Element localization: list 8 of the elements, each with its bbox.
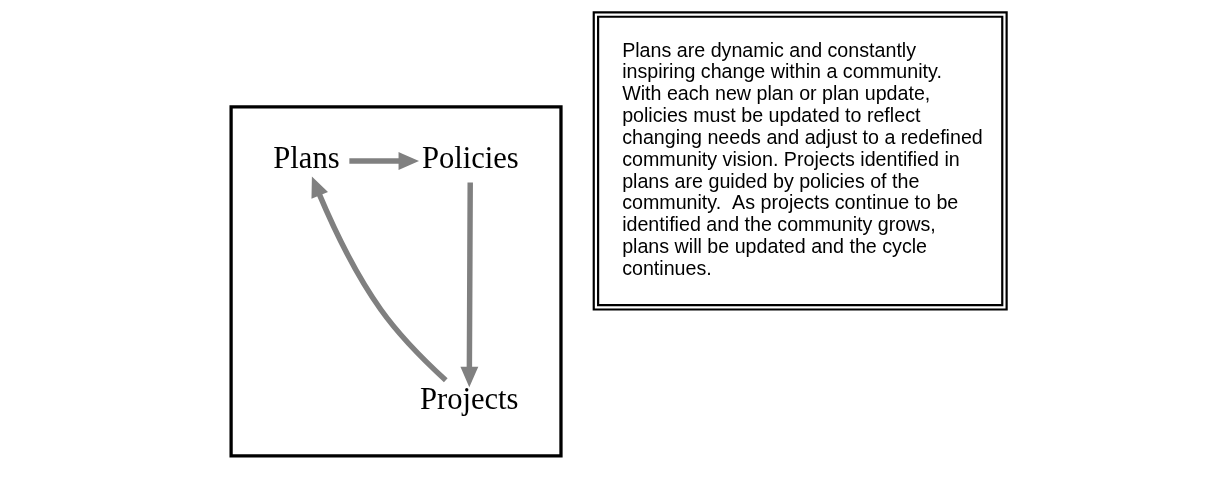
arrow (311, 176, 448, 383)
arrow (348, 152, 419, 170)
node-box: Plans are dynamic and constantly inspiring change within a community. With each new plan or plan update, policies must be updated to reflect changing needs and adjust to a redefined community vision. Projects identified in plans are guided by policies of the community. As projects continue to be identified and the community grows, plans will be updated and the cycle continues. (592, 11, 1008, 311)
node-text: Projects (419, 382, 518, 417)
arrow (459, 182, 478, 388)
node-text: Policies (421, 141, 519, 176)
cluster (228, 105, 563, 458)
node-text: Plans (272, 141, 340, 176)
